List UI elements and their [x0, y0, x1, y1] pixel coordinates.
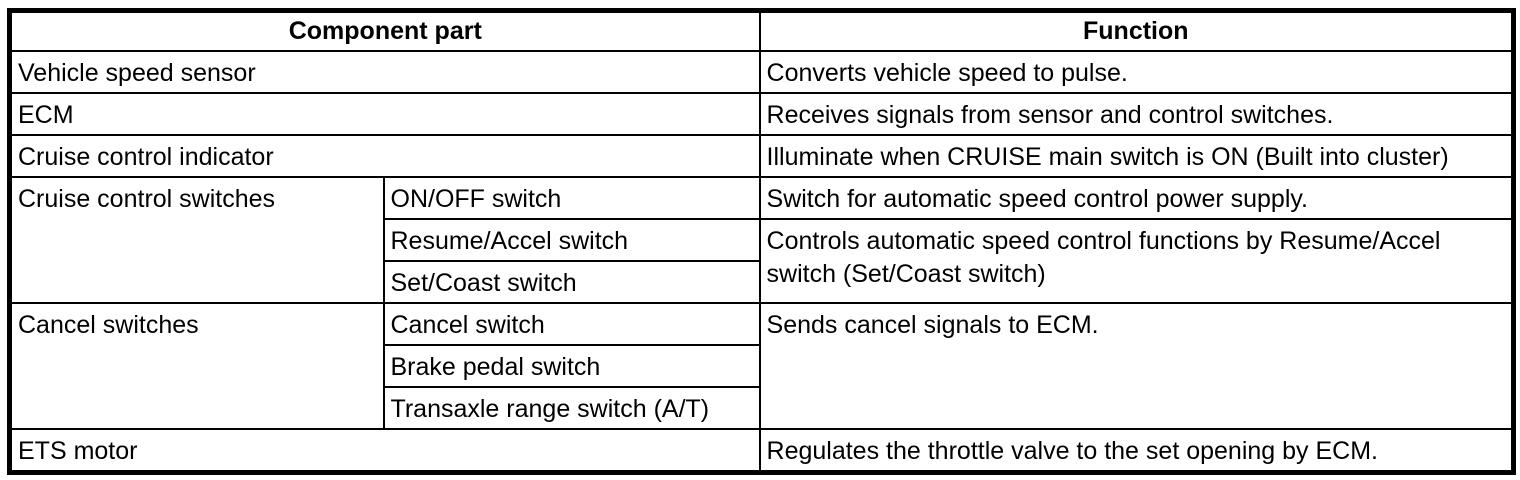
row-cancel-switch: Cancel switches Cancel switch Sends canc… — [8, 302, 1515, 430]
cell-sub-on-off-switch: ON/OFF switch — [382, 176, 761, 220]
cell-sub-brake-pedal-switch: Brake pedal switch — [382, 344, 761, 388]
cell-function-ecm: Receives signals from sensor and control… — [758, 92, 1515, 136]
row-ets-motor: ETS motor Regulates the throttle valve t… — [8, 428, 1515, 474]
cell-component-ecm: ECM — [8, 92, 761, 136]
row-vehicle-speed-sensor: Vehicle speed sensor Converts vehicle sp… — [8, 50, 1515, 94]
cell-group-cruise-control-switches: Cruise control switches — [8, 176, 385, 304]
cell-function-cancel-switches: Sends cancel signals to ECM. — [758, 302, 1515, 430]
header-component-part: Component part — [8, 9, 761, 52]
header-row: Component part Function — [8, 9, 1515, 52]
cell-sub-resume-accel-switch: Resume/Accel switch — [382, 218, 761, 262]
cell-sub-set-coast-switch: Set/Coast switch — [382, 260, 761, 304]
row-set-coast-switch: Set/Coast switch — [10, 260, 1514, 304]
component-function-table: Component part Function Vehicle speed se… — [7, 8, 1517, 475]
cell-sub-transaxle-range-switch: Transaxle range switch (A/T) — [382, 386, 761, 430]
row-transaxle-range-switch: Transaxle range switch (A/T) — [10, 386, 1514, 430]
row-brake-pedal-switch: Brake pedal switch — [10, 344, 1514, 388]
cell-sub-cancel-switch: Cancel switch — [382, 302, 761, 346]
row-ecm: ECM Receives signals from sensor and con… — [8, 92, 1515, 136]
cell-function-vehicle-speed-sensor: Converts vehicle speed to pulse. — [758, 50, 1515, 94]
cell-group-cancel-switches: Cancel switches — [8, 302, 385, 430]
row-resume-accel-switch: Resume/Accel switch Controls automatic s… — [10, 218, 1515, 304]
cell-function-ets-motor: Regulates the throttle valve to the set … — [758, 428, 1515, 474]
header-function: Function — [758, 9, 1515, 52]
cell-function-on-off-switch: Switch for automatic speed control power… — [758, 176, 1515, 220]
cell-component-vehicle-speed-sensor: Vehicle speed sensor — [8, 50, 761, 94]
cell-component-ets-motor: ETS motor — [8, 428, 761, 474]
cell-function-cruise-control-indicator: Illuminate when CRUISE main switch is ON… — [758, 134, 1515, 178]
row-cruise-control-indicator: Cruise control indicator Illuminate when… — [8, 134, 1515, 178]
cell-function-resume-set-switches: Controls automatic speed control functio… — [758, 218, 1515, 304]
cell-component-cruise-control-indicator: Cruise control indicator — [8, 134, 761, 178]
row-on-off-switch: Cruise control switches ON/OFF switch Sw… — [8, 176, 1515, 304]
